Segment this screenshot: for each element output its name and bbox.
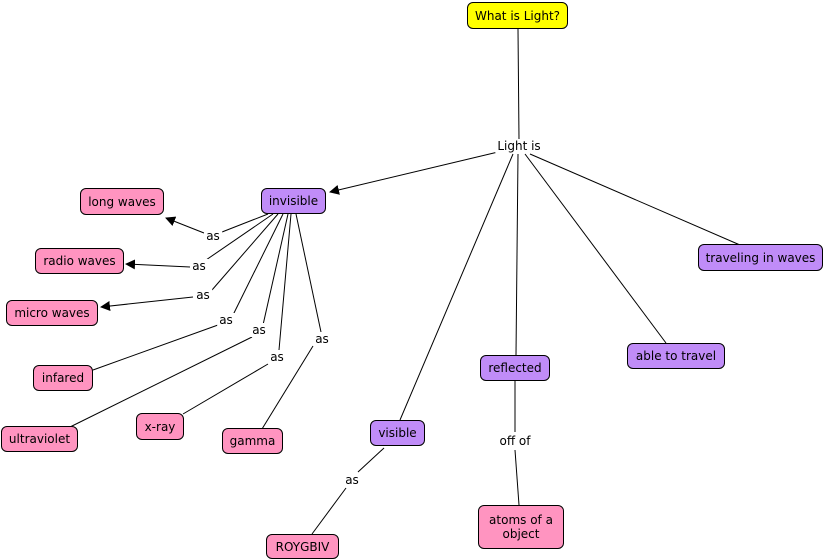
edge-invisible-to-as-gamma <box>295 213 322 333</box>
link-label-as-roygbiv[interactable]: as <box>343 473 361 487</box>
link-label-as-long-waves[interactable]: as <box>204 229 222 243</box>
edge-invisible-to-as-infared <box>232 213 284 316</box>
edge-root-to-light-is <box>517 28 520 141</box>
link-label-as-x-ray[interactable]: as <box>268 350 286 364</box>
edge-as-to-radio-waves <box>125 259 191 270</box>
link-label-light-is[interactable]: Light is <box>495 139 543 153</box>
node-roygbiv[interactable]: ROYGBIV <box>266 534 339 559</box>
edge-light-is-to-reflected <box>515 153 519 356</box>
node-ultraviolet[interactable]: ultraviolet <box>1 426 78 452</box>
edge-as-to-x-ray <box>182 363 269 415</box>
edge-invisible-to-as-xray <box>278 213 292 351</box>
edge-as-to-ultraviolet <box>69 336 253 428</box>
edge-invisible-to-as-long <box>221 213 269 233</box>
link-label-as-infared[interactable]: as <box>217 313 235 327</box>
node-what-is-light[interactable]: What is Light? <box>467 2 568 29</box>
node-invisible[interactable]: invisible <box>261 188 326 214</box>
node-gamma[interactable]: gamma <box>222 428 283 454</box>
node-able-to-travel[interactable]: able to travel <box>627 343 725 369</box>
node-micro-waves[interactable]: micro waves <box>6 300 98 326</box>
node-atoms-of-a-object[interactable]: atoms of a object <box>478 505 564 549</box>
edge-light-is-to-invisible <box>329 151 499 195</box>
link-label-as-gamma[interactable]: as <box>313 332 331 346</box>
link-label-off-of[interactable]: off of <box>497 434 533 448</box>
link-label-as-ultraviolet[interactable]: as <box>250 323 268 337</box>
edge-invisible-to-as-micro <box>211 213 279 291</box>
node-x-ray[interactable]: x-ray <box>136 413 184 440</box>
edge-invisible-to-as-ultraviolet <box>262 213 289 326</box>
edge-off-of-to-atoms <box>514 449 520 506</box>
edge-light-is-to-traveling <box>529 153 741 246</box>
edge-light-is-to-able <box>524 153 667 344</box>
node-reflected[interactable]: reflected <box>480 355 550 381</box>
edge-as-to-roygbiv <box>311 487 347 535</box>
link-label-as-radio-waves[interactable]: as <box>190 259 208 273</box>
edge-as-to-infared <box>92 324 219 371</box>
edge-invisible-to-as-radio <box>205 213 274 261</box>
node-long-waves[interactable]: long waves <box>80 188 164 215</box>
node-traveling-in-waves[interactable]: traveling in waves <box>698 244 823 271</box>
edge-visible-to-as <box>357 447 385 473</box>
edge-as-to-micro-waves <box>100 296 194 311</box>
edge-as-to-long-waves <box>165 216 205 234</box>
link-label-as-micro-waves[interactable]: as <box>194 288 212 302</box>
node-infared[interactable]: infared <box>33 365 93 391</box>
node-visible[interactable]: visible <box>370 420 425 446</box>
node-radio-waves[interactable]: radio waves <box>35 248 124 274</box>
edge-as-to-gamma <box>261 345 314 430</box>
edge-light-is-to-visible <box>399 153 514 421</box>
